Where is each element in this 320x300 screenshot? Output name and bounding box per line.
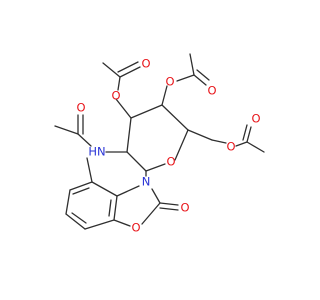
bond-cacyl3-o-double-b: [117, 61, 139, 73]
atom-labels: O O O O O O O HN O N O O: [76, 57, 260, 235]
atom-ester-oxygen-c4: O: [165, 75, 174, 89]
bond-ring-o-c1: [145, 163, 166, 172]
bond-cacyl3-o-double-a: [119, 66, 141, 78]
bond-o-cacyl4: [176, 74, 195, 82]
bond-c2ox-o-double-b: [159, 207, 179, 211]
bond-n-c2ox: [151, 188, 161, 204]
bond-n-cacyl: [77, 133, 92, 147]
atom-carbonyl-oxygen-c3: O: [141, 57, 150, 71]
atom-benzoxazolone-nitrogen: N: [142, 175, 151, 189]
atom-amide-nitrogen: HN: [88, 145, 105, 159]
bond-benz-c7a-c3a-inner: [108, 199, 112, 217]
bond-c5-c6: [187, 129, 213, 141]
bond-cacyl6-o-double-b: [242, 124, 248, 141]
bond-benz-c3a-c4: [91, 181, 118, 197]
bond-c7a-c3a: [113, 195, 118, 221]
bond-ring-c1-c2: [126, 151, 147, 172]
structure-diagram: O O O O O O O HN O N O O: [54, 53, 265, 235]
bond-benz-c6-c7: [65, 213, 86, 230]
bond-benz-c7-c7a: [84, 219, 115, 230]
bond-c4-o: [161, 85, 168, 106]
bonds: [54, 53, 265, 230]
bond-benz-c5-c6: [65, 189, 71, 215]
molecule-canvas: O O O O O O O HN O N O O: [54, 53, 265, 235]
bond-c2ox-o-double-a: [159, 202, 179, 206]
atom-ring-oxygen: O: [166, 155, 175, 169]
bond-c2ox-o1: [141, 202, 161, 225]
bond-o-cacyl6: [235, 141, 248, 147]
bond-benz-c4-c5-inner: [72, 187, 90, 195]
bond-c3a-n: [116, 185, 140, 197]
bond-o-cacyl3: [117, 76, 121, 91]
bond-cacyl4-o-double-a: [193, 74, 207, 86]
bond-c6-o: [211, 139, 227, 144]
bond-ring-c3-c4: [130, 104, 163, 119]
bond-ring-c5-o: [174, 129, 189, 161]
bond-cacyl-me: [54, 125, 79, 135]
atom-amide-oxygen: O: [76, 101, 85, 115]
bond-benz-c4-c5: [69, 181, 93, 191]
bond-cacyl6-me: [246, 141, 265, 153]
bond-o1-c7a: [113, 219, 131, 227]
bond-c3-o: [115, 98, 132, 119]
atom-carbonyl-oxygen-c4: O: [207, 84, 216, 98]
atom-lactone-carbonyl-oxygen: O: [180, 201, 189, 215]
bond-cacyl4-o-double-b: [196, 69, 210, 81]
bond-benz-methyl: [86, 157, 93, 183]
atom-carbonyl-oxygen-c6: O: [251, 112, 260, 126]
bond-benz-c6-c7-inner: [71, 212, 87, 224]
bond-ring-c4-c5: [161, 104, 189, 131]
bond-ring-c2-c3: [126, 117, 132, 153]
atom-ester-oxygen-c6: O: [226, 140, 235, 154]
bond-cacyl4-me: [189, 53, 195, 76]
atom-ester-oxygen-c3: O: [111, 89, 120, 103]
atom-benzoxazolone-oxygen: O: [131, 221, 140, 235]
bond-cacyl3-me: [102, 62, 121, 78]
bond-cacyl6-o-double-a: [246, 126, 252, 143]
